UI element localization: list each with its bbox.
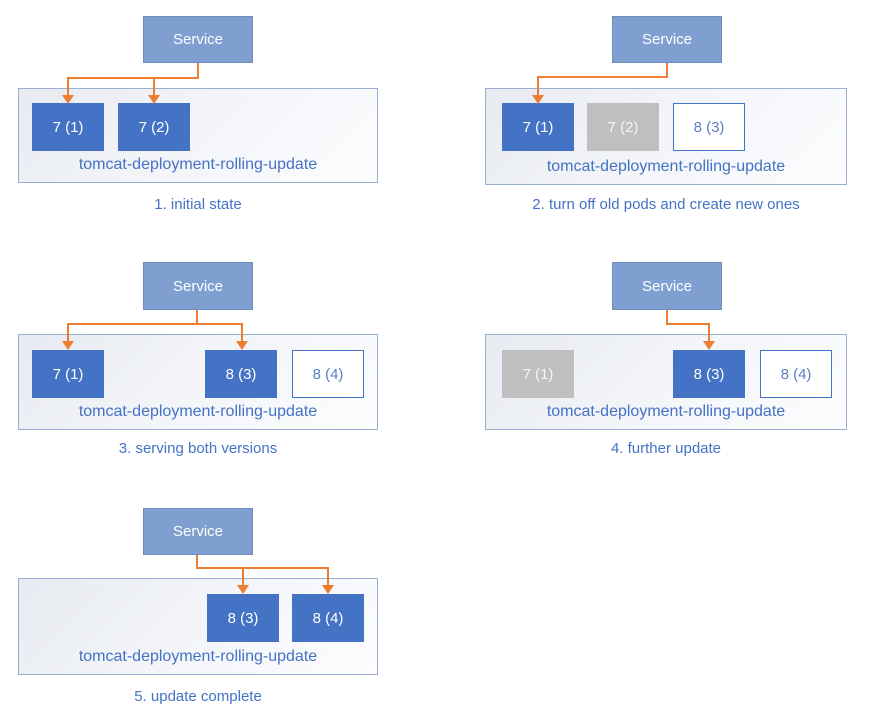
pod-8-3: 8 (3) xyxy=(673,103,745,151)
deployment-label: tomcat-deployment-rolling-update xyxy=(546,158,786,175)
pod-label: 7 (1) xyxy=(52,365,84,383)
panel-caption: 4. further update xyxy=(610,440,722,457)
pod-7-1: 7 (1) xyxy=(32,103,104,151)
pod-label: 7 (1) xyxy=(522,118,554,136)
pod-label: 7 (2) xyxy=(138,118,170,136)
service-box: Service xyxy=(612,262,722,310)
deployment-label: tomcat-deployment-rolling-update xyxy=(546,403,786,420)
service-label: Service xyxy=(172,31,224,48)
pod-8-3: 8 (3) xyxy=(673,350,745,398)
service-label: Service xyxy=(172,523,224,540)
pod-label: 7 (1) xyxy=(522,365,554,383)
panel-caption: 3. serving both versions xyxy=(118,440,278,457)
pod-8-3: 8 (3) xyxy=(205,350,277,398)
panel-caption: 2. turn off old pods and create new ones xyxy=(532,196,800,213)
pod-label: 8 (4) xyxy=(780,365,812,383)
deployment-label: tomcat-deployment-rolling-update xyxy=(78,156,318,173)
pod-7-1: 7 (1) xyxy=(502,103,574,151)
service-box: Service xyxy=(143,16,253,63)
service-label: Service xyxy=(641,277,693,295)
panel-turn-off-old-pods: Service tomcat-deployment-rolling-update… xyxy=(435,0,870,240)
pod-7-2: 7 (2) xyxy=(118,103,190,151)
service-label: Service xyxy=(172,277,224,295)
pod-label: 7 (1) xyxy=(52,118,84,136)
pod-7-1: 7 (1) xyxy=(502,350,574,398)
pod-8-4: 8 (4) xyxy=(292,594,364,642)
service-box: Service xyxy=(143,262,253,310)
pod-7-2: 7 (2) xyxy=(587,103,659,151)
pod-8-4: 8 (4) xyxy=(292,350,364,398)
panel-caption: 1. initial state xyxy=(154,196,242,213)
pod-label: 8 (3) xyxy=(225,365,257,383)
deployment-label: tomcat-deployment-rolling-update xyxy=(78,403,318,420)
pod-label: 8 (3) xyxy=(693,365,725,383)
pod-7-1: 7 (1) xyxy=(32,350,104,398)
panel-caption: 5. update complete xyxy=(134,688,262,705)
pod-label: 8 (4) xyxy=(312,609,344,627)
pod-label: 8 (3) xyxy=(693,118,725,136)
service-box: Service xyxy=(143,508,253,555)
panel-update-complete: Service tomcat-deployment-rolling-update… xyxy=(0,480,435,718)
pod-label: 7 (2) xyxy=(607,118,639,136)
pod-8-4: 8 (4) xyxy=(760,350,832,398)
deployment-label: tomcat-deployment-rolling-update xyxy=(78,648,318,665)
panel-initial-state: Service tomcat-deployment-rolling-update… xyxy=(0,0,435,240)
pod-label: 8 (4) xyxy=(312,365,344,383)
service-label: Service xyxy=(641,31,693,48)
panel-serving-both-versions: Service tomcat-deployment-rolling-update… xyxy=(0,240,435,480)
panel-further-update: Service tomcat-deployment-rolling-update… xyxy=(435,240,870,480)
pod-8-3: 8 (3) xyxy=(207,594,279,642)
pod-label: 8 (3) xyxy=(227,609,259,627)
service-box: Service xyxy=(612,16,722,63)
